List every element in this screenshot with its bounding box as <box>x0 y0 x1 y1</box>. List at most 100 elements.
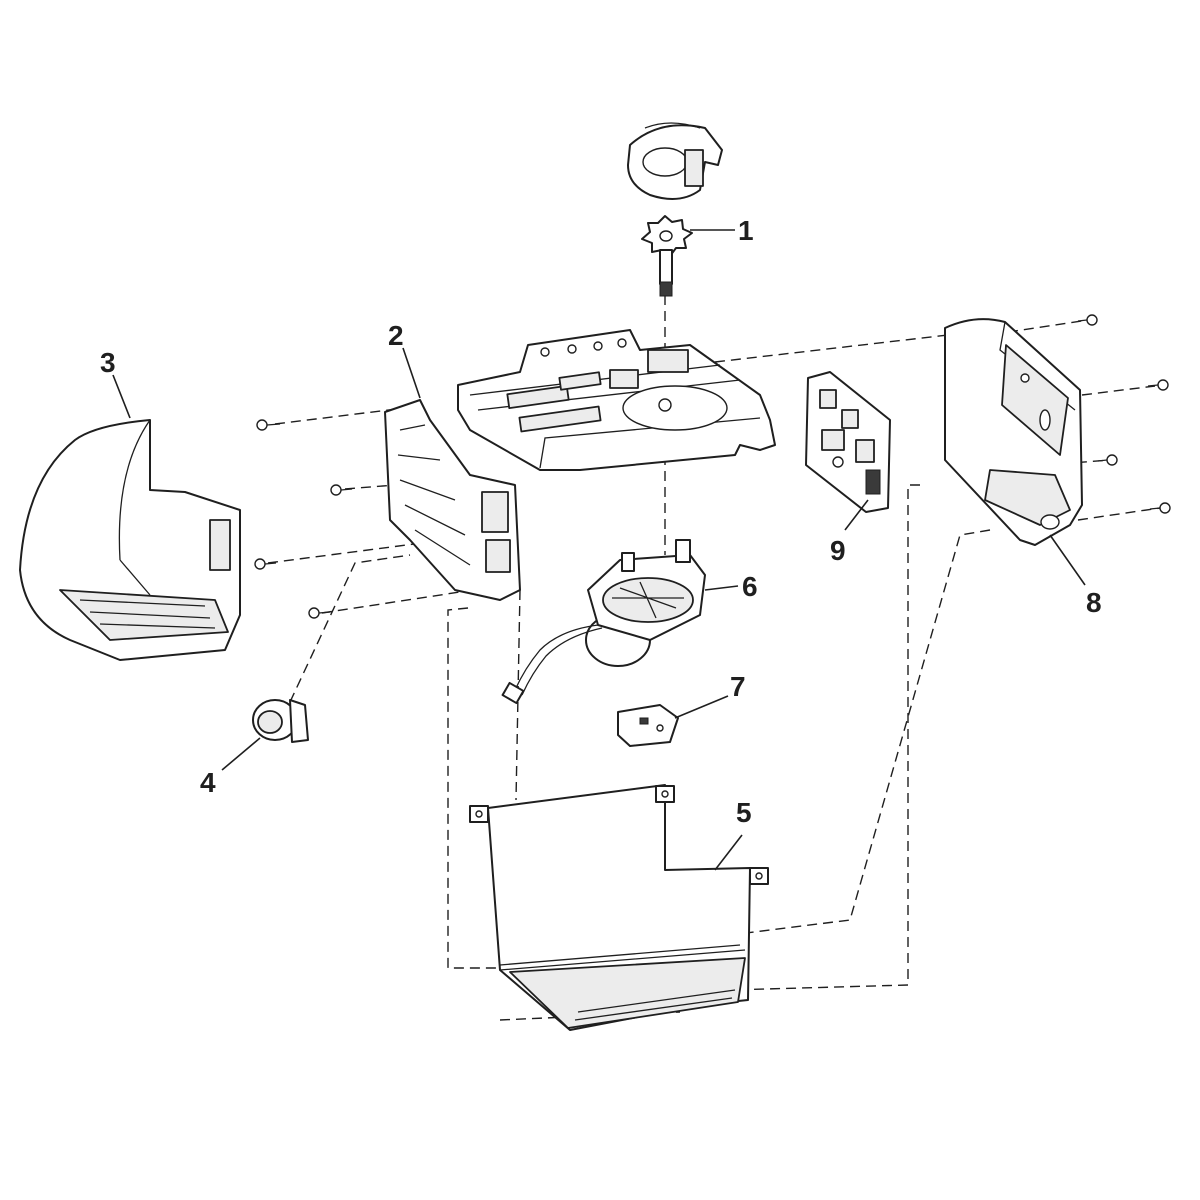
board-comp-2 <box>841 409 859 429</box>
motor-wire <box>514 624 599 691</box>
end-cover-latch <box>209 519 231 571</box>
chassis-motor-plate <box>622 385 728 431</box>
bottom-cover-tab-hole-3 <box>755 872 763 880</box>
bottom-cover-fold <box>499 944 746 971</box>
chassis-center-hole <box>658 398 672 412</box>
housing-tab <box>684 149 704 187</box>
callout-7: 7 <box>730 671 746 702</box>
part-5-bottom-cover <box>469 784 769 1031</box>
socket-opening <box>257 710 283 734</box>
callout-8: 8 <box>1086 587 1102 618</box>
board-comp-3 <box>821 429 845 451</box>
leader-9 <box>844 499 869 531</box>
sensor-hole <box>656 724 664 732</box>
chassis-slot-a <box>506 384 570 410</box>
chassis-body <box>457 329 776 471</box>
callout-4: 4 <box>200 767 216 798</box>
housing-bore <box>642 147 688 177</box>
chassis-slot-c <box>558 371 602 391</box>
part-6-motor <box>501 539 739 705</box>
callout-3: 3 <box>100 347 116 378</box>
chassis-clip <box>609 369 639 389</box>
part-2-end-panel <box>384 347 521 601</box>
dashline-screw-a <box>274 407 406 425</box>
right-cover-hole <box>1039 409 1051 431</box>
board-comp-1 <box>819 389 837 409</box>
sprocket-shaft <box>659 249 673 285</box>
dashline-screw-d <box>321 591 461 614</box>
end-cover-contour <box>118 419 151 596</box>
screw-left-c <box>254 558 277 570</box>
housing-detail <box>644 122 701 129</box>
motor-wire-2 <box>521 627 603 696</box>
screw-left-d <box>308 607 331 619</box>
end-panel-socket <box>481 491 509 533</box>
chassis-slot-b <box>518 405 602 433</box>
end-panel-ribs <box>397 424 471 566</box>
callout-labels: 1 2 3 4 5 6 7 8 9 <box>100 215 1102 828</box>
dashline-right-outer <box>729 484 920 991</box>
screw-right-e <box>1077 314 1098 326</box>
callout-5: 5 <box>736 797 752 828</box>
dashline-right-top <box>714 334 949 363</box>
part-8-right-cover <box>944 318 1086 586</box>
screw-right-h <box>1149 502 1171 514</box>
board-comp-6 <box>832 456 844 468</box>
bottom-cover-tab-hole-2 <box>661 790 669 798</box>
leader-7 <box>674 695 729 719</box>
board-comp-4 <box>855 439 875 463</box>
leader-4 <box>221 737 261 771</box>
chassis-hole-2 <box>567 344 577 354</box>
callout-9: 9 <box>830 535 846 566</box>
socket-bracket <box>289 699 309 743</box>
part-9-logic-board <box>805 371 891 531</box>
end-panel-socket-2 <box>485 539 511 573</box>
board-comp-5 <box>865 469 881 495</box>
bottom-cover-lip-lines <box>574 989 736 1021</box>
dashline-socket <box>289 554 411 703</box>
motor-connector <box>501 681 525 705</box>
chassis-hole-4 <box>617 338 627 348</box>
part-3-end-cover <box>19 374 241 661</box>
part-7-sensor <box>617 695 729 747</box>
callout-2: 2 <box>388 320 404 351</box>
shaft-thread <box>659 281 673 297</box>
leader-2 <box>402 347 421 399</box>
callout-6: 6 <box>742 571 758 602</box>
motor-face-lines <box>612 581 684 619</box>
leader-3 <box>112 374 131 419</box>
leader-8 <box>1049 534 1086 586</box>
motor-post-2 <box>621 552 635 572</box>
motor-post <box>675 539 691 563</box>
dashline-screw-b <box>344 484 396 490</box>
bottom-cover-tab-hole-1 <box>475 810 483 818</box>
right-cover-screw <box>1020 373 1030 383</box>
part-4-light-socket <box>221 699 309 771</box>
assembly-lines <box>267 295 1161 1021</box>
part-1-sprocket-assembly <box>627 122 735 297</box>
callout-1: 1 <box>738 215 754 246</box>
right-cover-knob <box>1040 514 1060 530</box>
dashline-screw-f <box>1081 385 1156 396</box>
dashline-screw-h <box>1077 507 1161 521</box>
chassis-bracket <box>647 349 689 373</box>
leader-5 <box>714 834 743 871</box>
chassis-hole-3 <box>593 341 603 351</box>
screw-right-g <box>1097 454 1118 466</box>
end-cover-lens-lines <box>79 599 216 629</box>
chassis-plate <box>457 329 776 471</box>
sprocket-hub <box>659 230 673 242</box>
leader-6 <box>704 585 739 591</box>
dashline-right-inner <box>689 529 991 941</box>
screw-left-b <box>330 484 353 496</box>
dashline-screw-e <box>1007 320 1083 333</box>
right-cover-panel <box>1001 344 1069 456</box>
bottom-cover-lip <box>509 957 746 1029</box>
screw-left-a <box>256 419 281 431</box>
sensor-chip <box>639 717 649 725</box>
screws <box>254 314 1171 619</box>
dashline-left-outer <box>447 607 500 969</box>
chassis-hole-1 <box>540 347 550 357</box>
